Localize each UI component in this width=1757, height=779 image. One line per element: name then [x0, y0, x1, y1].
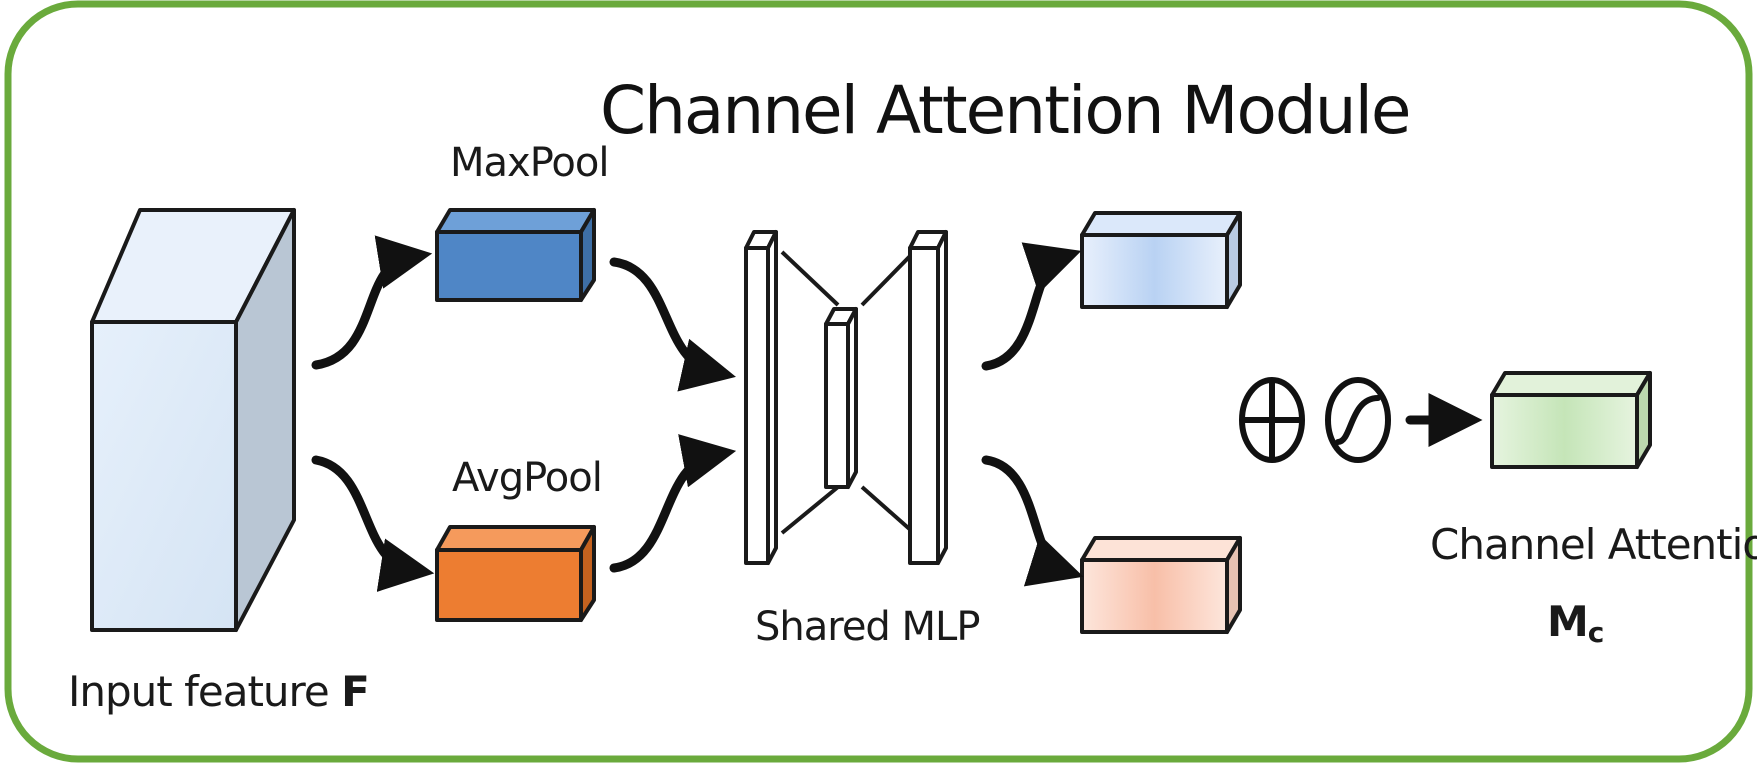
input-feature-symbol: F	[341, 667, 370, 716]
maxpool-label: MaxPool	[450, 140, 609, 186]
avgpool-block	[435, 525, 596, 622]
avgpool-label: AvgPool	[452, 455, 603, 501]
shared-mlp	[744, 230, 948, 565]
sum-operator-icon	[1239, 377, 1305, 463]
arrow-mlp-to-avg-output	[981, 455, 1084, 587]
mc-subscript: c	[1587, 616, 1605, 649]
input-feature-cube	[90, 208, 296, 632]
arrow-input-to-maxpool	[311, 235, 433, 370]
maxpool-block	[435, 208, 596, 302]
sigmoid-icon	[1325, 377, 1391, 463]
avg-output-block	[1080, 536, 1242, 634]
arrow-avgpool-to-mlp	[609, 434, 737, 573]
channel-attention-label: Channel Attention	[1430, 520, 1757, 569]
mc-label: Mc	[1547, 597, 1605, 649]
arrow-maxpool-to-mlp	[609, 257, 736, 392]
max-output-block	[1080, 211, 1242, 309]
module-border	[4, 0, 1753, 763]
input-feature-label: Input feature F	[68, 667, 370, 716]
shared-mlp-label: Shared MLP	[755, 604, 980, 650]
page-title: Channel Attention Module	[600, 72, 1412, 149]
mc-symbol: M	[1547, 597, 1589, 646]
arrow-mlp-to-max-output	[981, 242, 1082, 371]
input-feature-text: Input feature	[68, 667, 342, 716]
output-mc-block	[1490, 371, 1652, 469]
arrow-input-to-avgpool	[311, 455, 435, 592]
